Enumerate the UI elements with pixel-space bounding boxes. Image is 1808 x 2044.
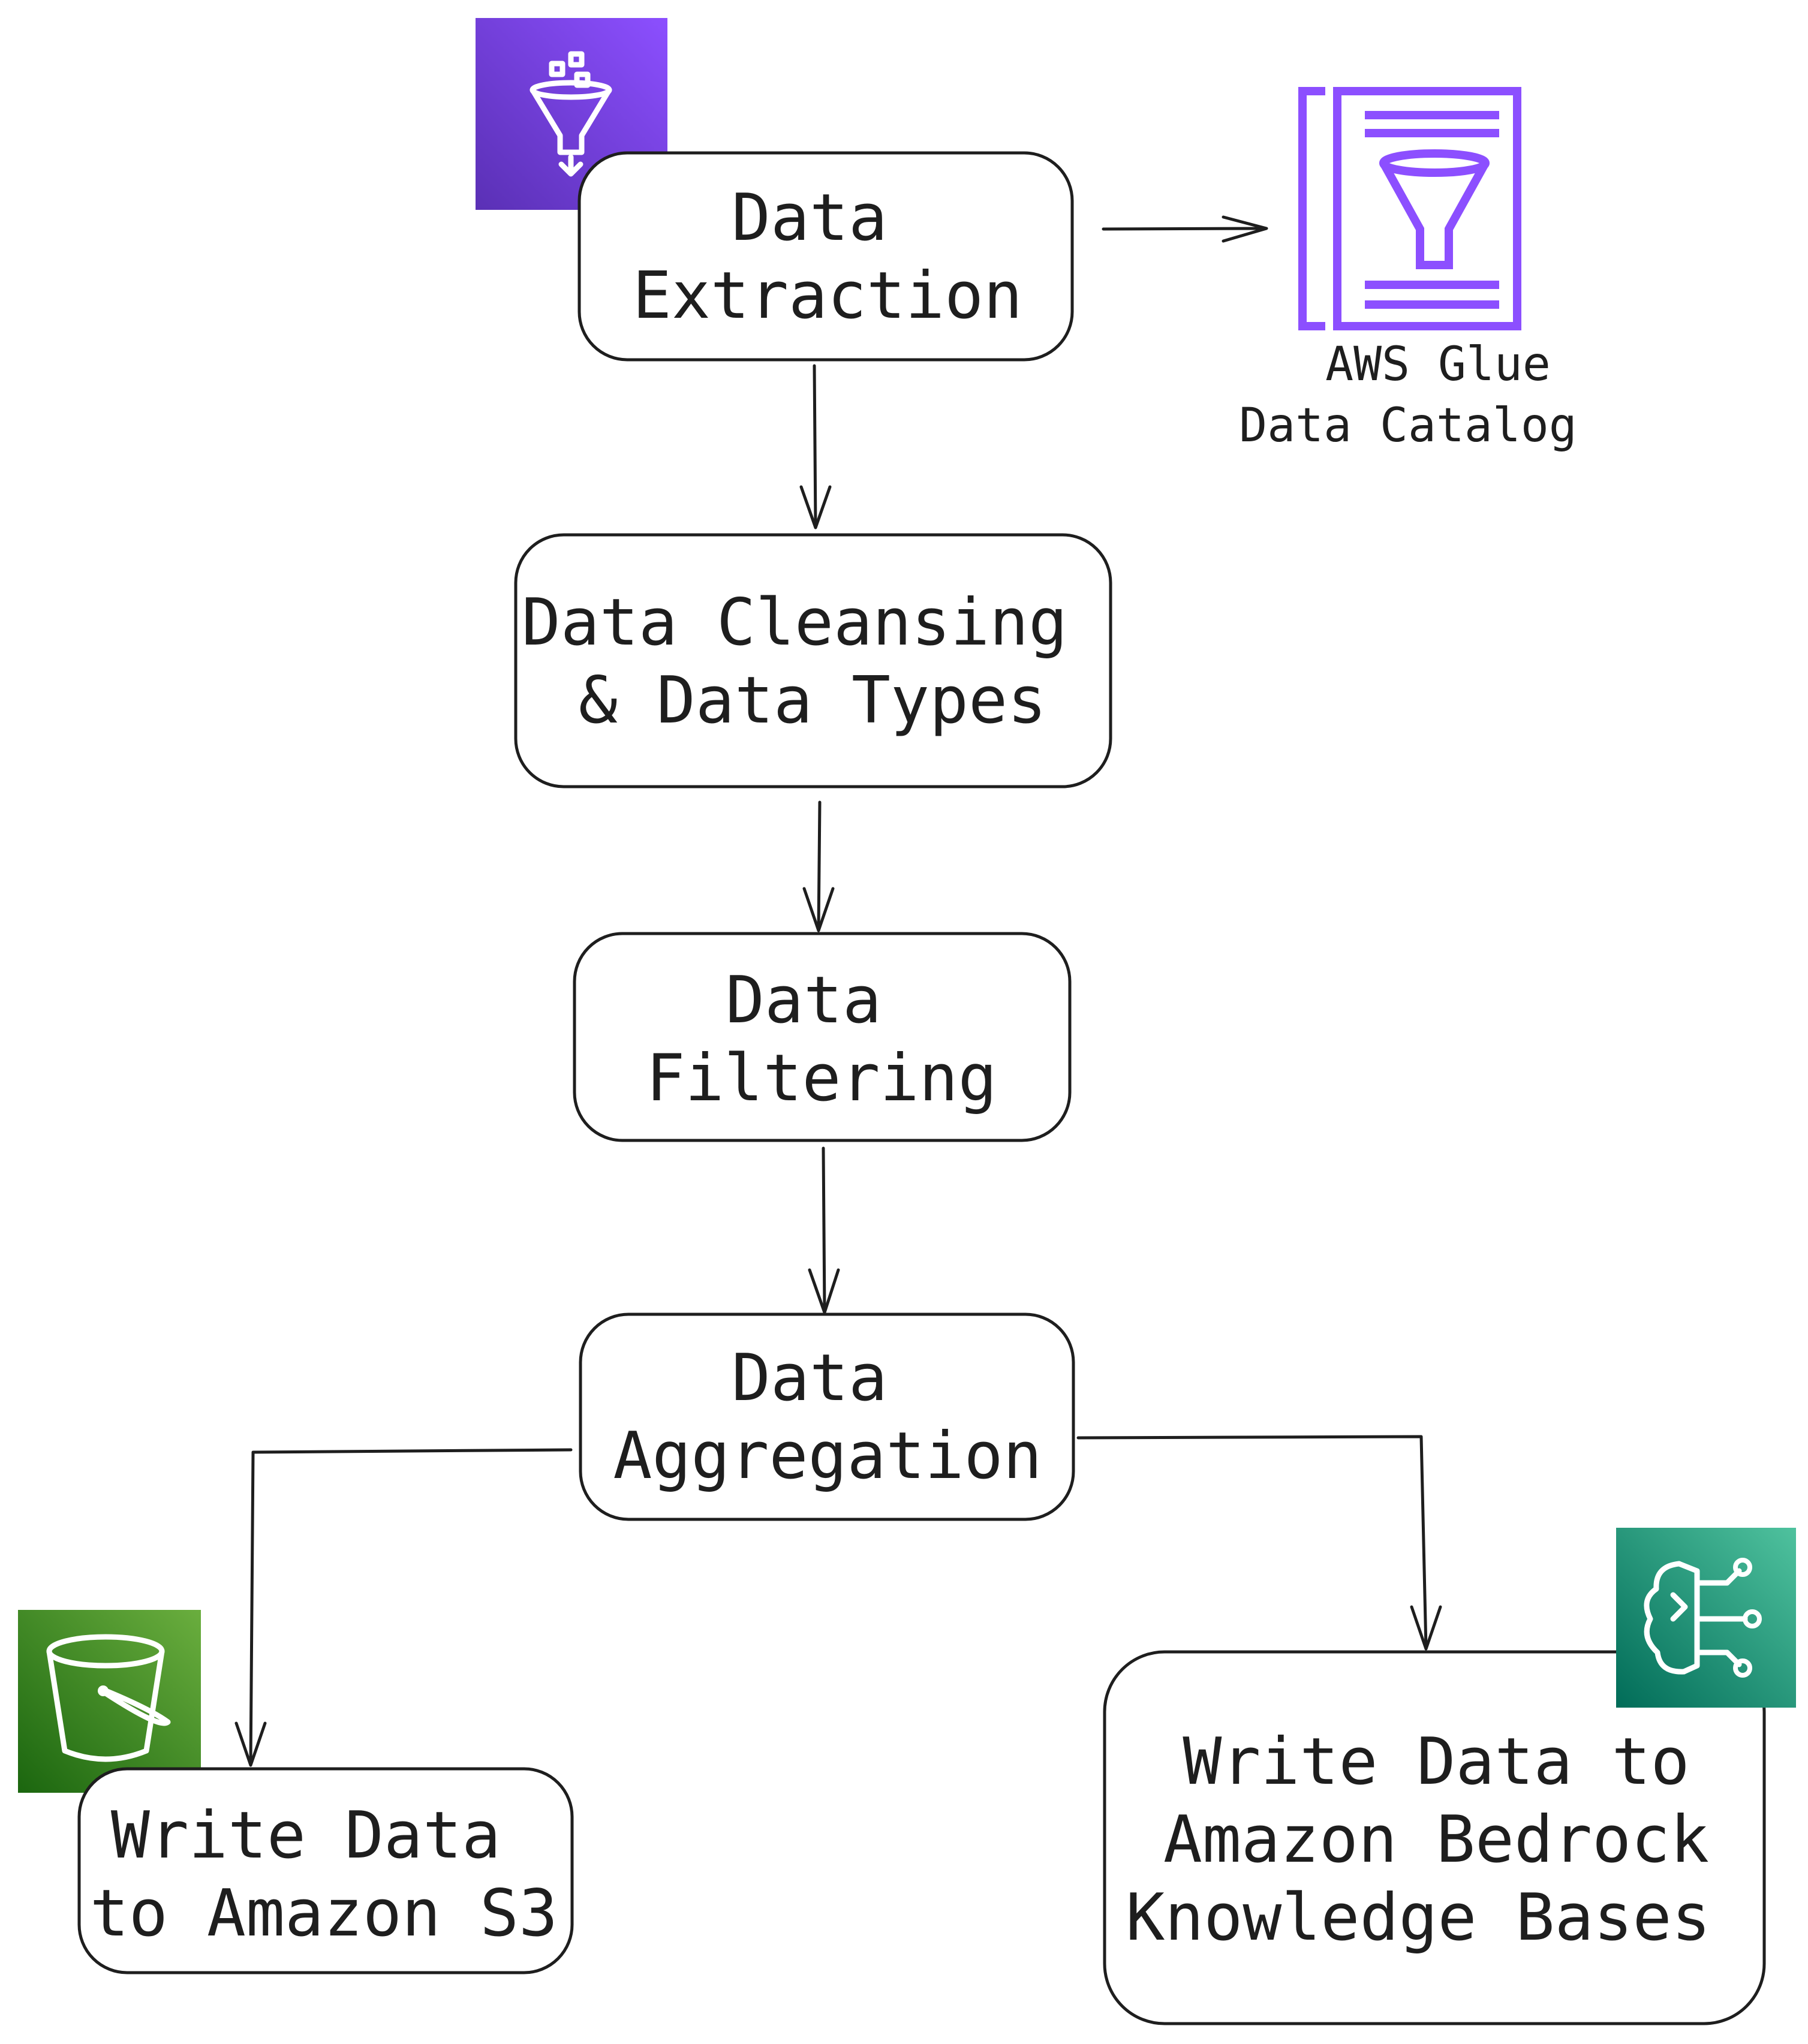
node-data-extraction: Data Extraction (577, 151, 1074, 362)
write-bedrock-label-line3: Knowledge Bases (1126, 1880, 1710, 1955)
node-data-cleansing: Data Cleansing & Data Types (514, 533, 1112, 788)
edge-extraction-to-cleansing (799, 364, 832, 529)
node-data-filtering: Data Filtering (573, 932, 1072, 1142)
s3-bucket-icon (18, 1610, 201, 1793)
write-s3-label-line2: to Amazon S3 (90, 1876, 558, 1951)
edge-filtering-to-aggregation (808, 1146, 840, 1314)
write-bedrock-label-line1: Write Data to (1183, 1724, 1689, 1799)
extraction-label-line2: Extraction (633, 258, 1022, 333)
aggregation-label-line1: Data (732, 1341, 888, 1416)
extraction-label-line1: Data (732, 180, 888, 255)
write-s3-label-line1: Write Data (111, 1798, 501, 1873)
glue-data-catalog: AWS Glue Data Catalog (1239, 87, 1577, 453)
bedrock-brain-icon (1616, 1528, 1796, 1708)
catalog-label-line2: Data Catalog (1239, 399, 1577, 453)
edge-cleansing-to-filtering (802, 800, 835, 932)
node-write-bedrock: Write Data to Amazon Bedrock Knowledge B… (1103, 1650, 1766, 2025)
edge-aggregation-to-s3 (234, 1448, 573, 1767)
cleansing-label-line1: Data Cleansing (522, 585, 1067, 660)
edge-extraction-to-catalog (1102, 215, 1268, 243)
filtering-label-line1: Data (726, 963, 882, 1038)
edge-aggregation-to-bedrock (1076, 1435, 1442, 1651)
data-catalog-icon (1298, 87, 1521, 330)
write-bedrock-label-line2: Amazon Bedrock (1163, 1802, 1709, 1877)
filtering-label-line2: Filtering (646, 1041, 997, 1116)
cleansing-label-line2: & Data Types (579, 663, 1046, 738)
node-data-aggregation: Data Aggregation (579, 1313, 1075, 1521)
catalog-label-line1: AWS Glue (1325, 338, 1551, 392)
node-write-s3: Write Data to Amazon S3 (77, 1767, 574, 1974)
aws-glue-funnel-icon (476, 18, 667, 210)
aggregation-label-line2: Aggregation (613, 1419, 1042, 1494)
